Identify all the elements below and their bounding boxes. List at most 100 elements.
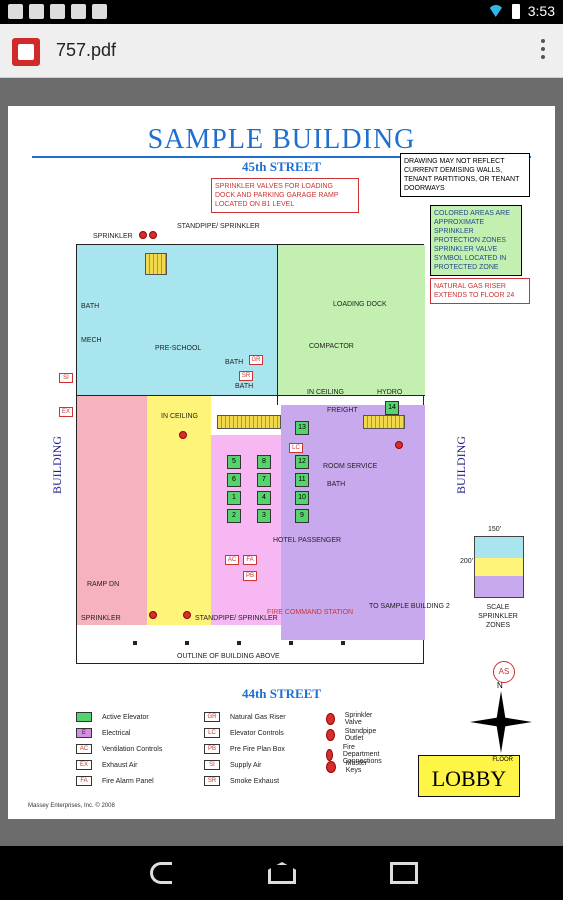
elevator-8: 8 (257, 455, 271, 469)
compass-north-label: N (497, 681, 503, 690)
legend-swatch: SR (204, 776, 220, 786)
label-hotel-passenger: HOTEL PASSENGER (273, 537, 342, 544)
zone-pink (77, 395, 147, 625)
label-bath: BATH (81, 303, 100, 310)
label-fire-command: FIRE COMMAND STATION (267, 609, 354, 616)
overflow-menu-icon[interactable] (541, 39, 545, 59)
pdf-icon[interactable] (12, 38, 40, 66)
label-mech: MECH (81, 337, 102, 344)
elevator-11: 11 (295, 473, 309, 487)
master-keys-icon (326, 761, 336, 773)
label-outline: OUTLINE OF BUILDING ABOVE (177, 653, 280, 660)
wall (277, 245, 278, 405)
floor-label: FLOOR (492, 757, 513, 763)
street-bottom: 44th STREET (241, 686, 322, 701)
elevator-2: 2 (227, 509, 241, 523)
elevator-6: 6 (227, 473, 241, 487)
legend-swatch: LC (204, 728, 220, 738)
home-icon[interactable] (268, 862, 296, 884)
legend-swatch: EX (76, 760, 92, 770)
note-gas-riser: NATURAL GAS RISER EXTENDS TO FLOOR 24 (430, 278, 530, 304)
navigation-bar (0, 846, 563, 900)
scale-height-label: 200' (460, 558, 474, 565)
pdf-page[interactable]: SAMPLE BUILDING 45th STREET SPRINKLER VA… (8, 106, 555, 819)
box-fire-alarm: FA (243, 555, 257, 565)
label-in-ceiling-1: IN CEILING (307, 389, 344, 396)
wall (77, 395, 425, 396)
street-top: 45th STREET (241, 159, 322, 174)
legend-swatch: PB (204, 744, 220, 754)
label-hydro: HYDRO (377, 389, 403, 396)
notification-icon (8, 4, 23, 19)
floor-plan: SPRINKLER STANDPIPE/ SPRINKLER BATH MECH… (59, 223, 450, 664)
label-standpipe-bottom: STANDPIPE/ SPRINKLER (195, 615, 278, 622)
box-smoke-exhaust: SR (239, 371, 253, 381)
sprinkler-valve-icon (149, 231, 157, 239)
scale-width-label: 150' (488, 526, 502, 533)
sprinkler-valve-icon (149, 611, 157, 619)
elevator-12: 12 (295, 455, 309, 469)
shopping-bag-icon (71, 4, 86, 19)
box-elevator-controls: LC (289, 443, 303, 453)
legend-swatch (76, 712, 92, 722)
label-sprinkler-top: SPRINKLER (93, 233, 133, 240)
side-label-left: BUILDING (50, 436, 64, 494)
label-bath3: BATH (235, 383, 254, 390)
column (341, 641, 345, 645)
legend-item: Fire Department Connections (326, 744, 387, 765)
as-badge: AS (493, 661, 515, 683)
recent-apps-icon[interactable] (390, 862, 418, 884)
column (133, 641, 137, 645)
floor-name: LOBBY (431, 766, 507, 791)
sprinkler-valve-icon (139, 231, 147, 239)
clipboard-icon (50, 4, 65, 19)
label-in-ceiling-2: IN CEILING (161, 413, 198, 420)
fire-department-connection-icon (326, 748, 333, 761)
sprinkler-valve-icon (179, 431, 187, 439)
box-ventilation: AC (225, 555, 239, 565)
standpipe-outlet-icon (326, 729, 335, 741)
label-loading-dock: LOADING DOCK (333, 301, 387, 308)
legend-swatch: FA (76, 776, 92, 786)
sprinkler-valve-icon (183, 611, 191, 619)
elevator-4: 4 (257, 491, 271, 505)
legend-item: Standpipe Outlet (326, 728, 380, 742)
pdf-viewer[interactable]: SAMPLE BUILDING 45th STREET SPRINKLER VA… (0, 78, 563, 846)
zone-cyan (77, 245, 277, 395)
elevator-7: 7 (257, 473, 271, 487)
box-supply-air: SI (59, 373, 73, 383)
sd-card-icon (29, 4, 44, 19)
label-ramp-dn: RAMP DN (87, 581, 120, 588)
page-title: SAMPLE BUILDING (147, 124, 416, 155)
stairway (217, 415, 281, 429)
elevator-10: 10 (295, 491, 309, 505)
copyright: Massey Enterprises, Inc. © 2008 (28, 803, 115, 809)
sprinkler-valve-icon (326, 713, 335, 725)
box-prefire-plan: PB (243, 571, 257, 581)
side-label-right: BUILDING (454, 436, 468, 494)
app-bar: 757.pdf (0, 24, 563, 78)
wifi-icon (487, 5, 504, 17)
notification-icons (8, 4, 107, 19)
legend-item: Master Keys (326, 760, 376, 774)
game-controller-icon (92, 4, 107, 19)
legend-swatch: GR (204, 712, 220, 722)
elevator-3: 3 (257, 509, 271, 523)
compass-arrow (470, 717, 532, 727)
legend-swatch: E (76, 728, 92, 738)
elevator-5: 5 (227, 455, 241, 469)
column (237, 641, 241, 645)
system-icons: 3:53 (487, 3, 555, 19)
note-sprinkler-valves: SPRINKLER VALVES FOR LOADING DOCK AND PA… (211, 178, 359, 213)
back-icon[interactable] (150, 862, 172, 884)
column (289, 641, 293, 645)
